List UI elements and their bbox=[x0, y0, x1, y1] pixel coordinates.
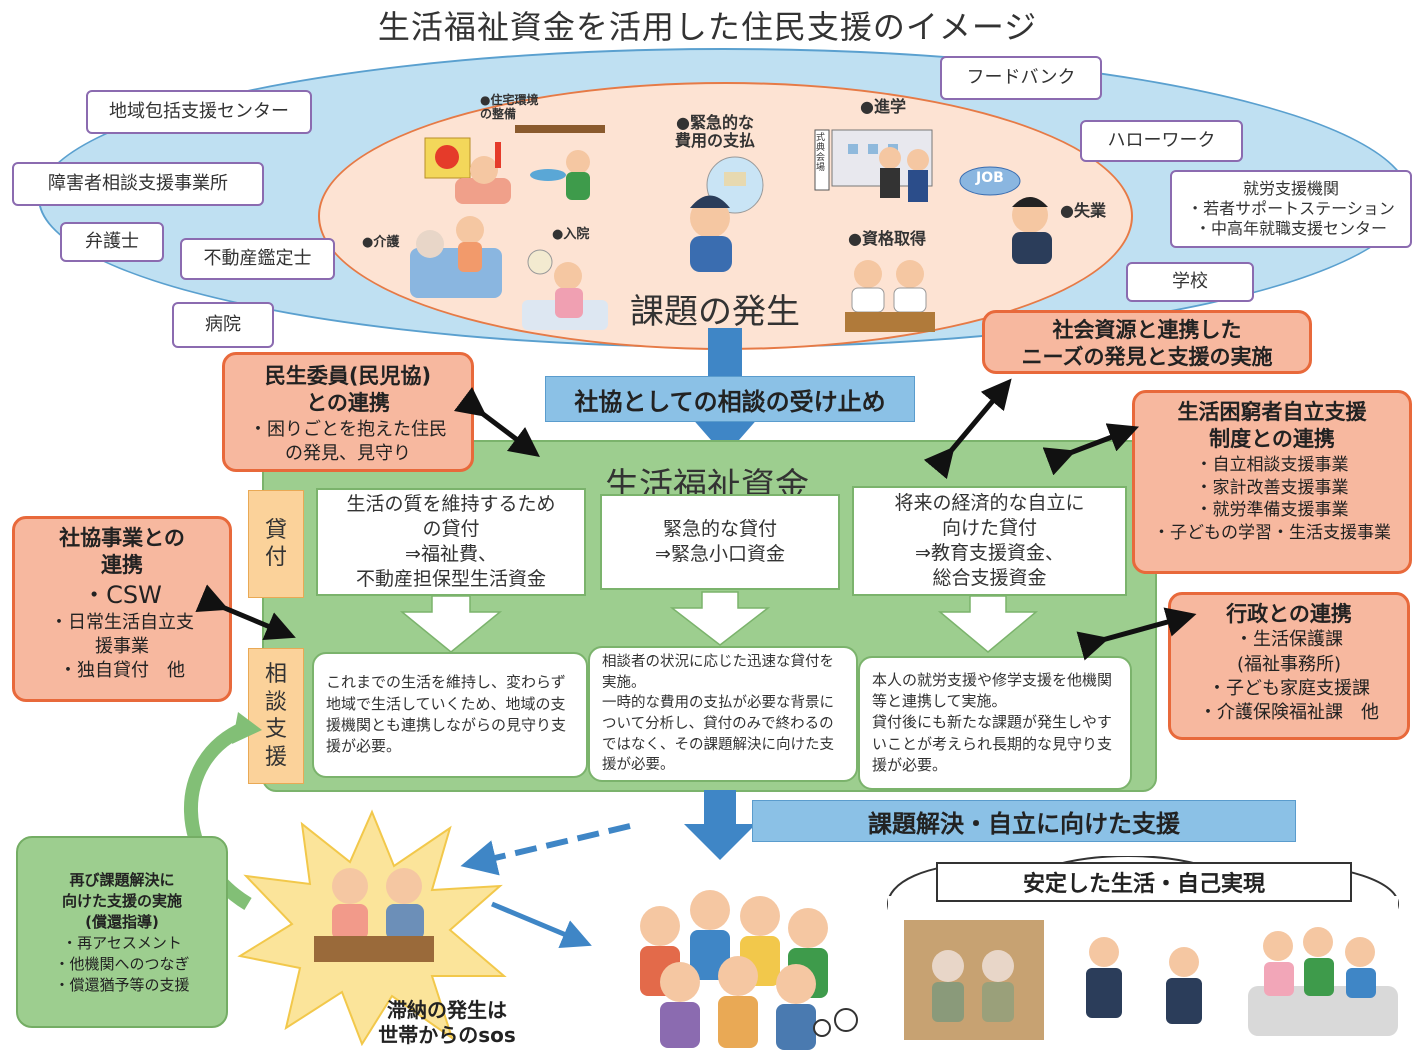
issue-center-label: 課題の発生 bbox=[630, 292, 800, 332]
shakyo-intake-band: 社協としての相談の受け止め bbox=[545, 376, 915, 422]
konkyu-heading: 生活困窮者自立支援 制度との連携 bbox=[1177, 400, 1367, 452]
agency-chiiki: 地域包括支援センター bbox=[86, 90, 312, 134]
page-title: 生活福祉資金を活用した住民支援のイメージ bbox=[377, 8, 1038, 46]
consult-box-3: 本人の就労支援や修学支援を他機関等と連携して実施。 貸付後にも新たな課題が発生し… bbox=[858, 656, 1132, 790]
loan-box-1: 生活の質を維持するため の貸付 ⇒福祉費、 不動産担保型生活資金 bbox=[316, 488, 586, 596]
gyosei-body: ・生活保護課 (福祉事務所) ・子ども家庭支援課 ・介護保険福祉課 他 bbox=[1199, 629, 1379, 724]
shuro-line-2: ・若者サポートステーション bbox=[1187, 199, 1395, 218]
rerun-body: ・再アセスメント ・他機関へのつなぎ ・償還猶予等の支援 bbox=[54, 934, 190, 994]
consult-box-1: これまでの生活を維持し、変わらず地域で生活していくため、地域の支援機関とも連携し… bbox=[312, 652, 588, 778]
kaiketsu-band: 課題解決・自立に向けた支援 bbox=[752, 800, 1296, 842]
tag-sodan: 相 談 支 援 bbox=[248, 648, 304, 784]
loan-box-3: 将来の経済的な自立に 向けた貸付 ⇒教育支援資金、 総合支援資金 bbox=[852, 486, 1127, 596]
consult-box-2: 相談者の状況に応じた迅速な貸付を実施。 一時的な費用の支払が必要な背景について分… bbox=[588, 646, 858, 782]
crowd-illustration bbox=[640, 890, 828, 1050]
konkyu-box: 生活困窮者自立支援 制度との連携 ・自立相談支援事業 ・家計改善支援事業 ・就労… bbox=[1132, 390, 1412, 574]
school-sign: 式典会場 bbox=[816, 133, 826, 173]
issue-jutaku: ●住宅環境 の整備 bbox=[480, 93, 539, 121]
shakai-box: 社会資源と連携した ニーズの発見と支援の実施 bbox=[982, 310, 1312, 374]
agency-hello-work: ハローワーク bbox=[1080, 120, 1243, 162]
stable-life-title: 安定した生活・自己実現 bbox=[936, 862, 1352, 902]
shakai-heading: 社会資源と連携した ニーズの発見と支援の実施 bbox=[1021, 318, 1273, 370]
support-arrow bbox=[684, 790, 756, 860]
shakyo-jigyo-body: ・日常生活自立支 援事業 ・独自貸付 他 bbox=[50, 611, 194, 682]
minsei-box: 民生委員(民児協) との連携 ・困りごとを抱えた住民 の発見、見守り bbox=[222, 352, 474, 472]
issue-nyuin: ●入院 bbox=[552, 227, 590, 242]
shakyo-jigyo-csw: ・CSW bbox=[82, 580, 162, 609]
job-sign: JOB bbox=[976, 170, 1004, 186]
issue-kaigo: ●介護 bbox=[362, 235, 400, 250]
agency-shuro: 就労支援機関 ・若者サポートステーション ・中高年就職支援センター bbox=[1170, 170, 1412, 248]
issue-shikaku: ●資格取得 bbox=[848, 229, 926, 248]
shuro-line-3: ・中高年就職支援センター bbox=[1194, 219, 1387, 238]
shakyo-jigyo-heading: 社協事業との 連携 bbox=[59, 526, 185, 578]
minsei-body: ・困りごとを抱えた住民 の発見、見守り bbox=[249, 418, 447, 464]
sos-burst bbox=[237, 809, 507, 1046]
agency-shogai: 障害者相談支援事業所 bbox=[12, 162, 264, 206]
gyosei-box: 行政との連携 ・生活保護課 (福祉事務所) ・子ども家庭支援課 ・介護保険福祉課… bbox=[1168, 592, 1410, 740]
konkyu-body: ・自立相談支援事業 ・家計改善支援事業 ・就労準備支援事業 ・子どもの学習・生活… bbox=[1153, 454, 1391, 544]
sos-label: 滞納の発生は 世帯からのsos bbox=[378, 998, 516, 1047]
shakyo-jigyo-box: 社協事業との 連携 ・CSW ・日常生活自立支 援事業 ・独自貸付 他 bbox=[12, 516, 232, 702]
agency-byoin: 病院 bbox=[172, 302, 274, 348]
issue-shingaku: ●進学 bbox=[860, 97, 906, 116]
loan-box-2: 緊急的な貸付 ⇒緊急小口資金 bbox=[600, 494, 840, 590]
agency-bengoshi: 弁護士 bbox=[60, 222, 164, 262]
tag-kashitsuke: 貸 付 bbox=[248, 490, 304, 598]
agency-food-bank: フードバンク bbox=[940, 56, 1102, 100]
shuro-line-1: 就労支援機関 bbox=[1242, 179, 1339, 198]
minsei-heading: 民生委員(民児協) との連携 bbox=[264, 364, 432, 416]
rerun-heading: 再び課題解決に 向けた支援の実施 (償還指導) bbox=[61, 871, 182, 931]
gyosei-heading: 行政との連携 bbox=[1226, 602, 1352, 626]
issue-shitsugyo: ●失業 bbox=[1060, 201, 1106, 220]
agency-fudosan: 不動産鑑定士 bbox=[180, 238, 335, 280]
agency-gakko: 学校 bbox=[1126, 262, 1254, 302]
issue-kinkyu: ●緊急的な 費用の支払 bbox=[675, 113, 756, 151]
rerun-support-box: 再び課題解決に 向けた支援の実施 (償還指導) ・再アセスメント ・他機関へのつ… bbox=[16, 836, 228, 1028]
